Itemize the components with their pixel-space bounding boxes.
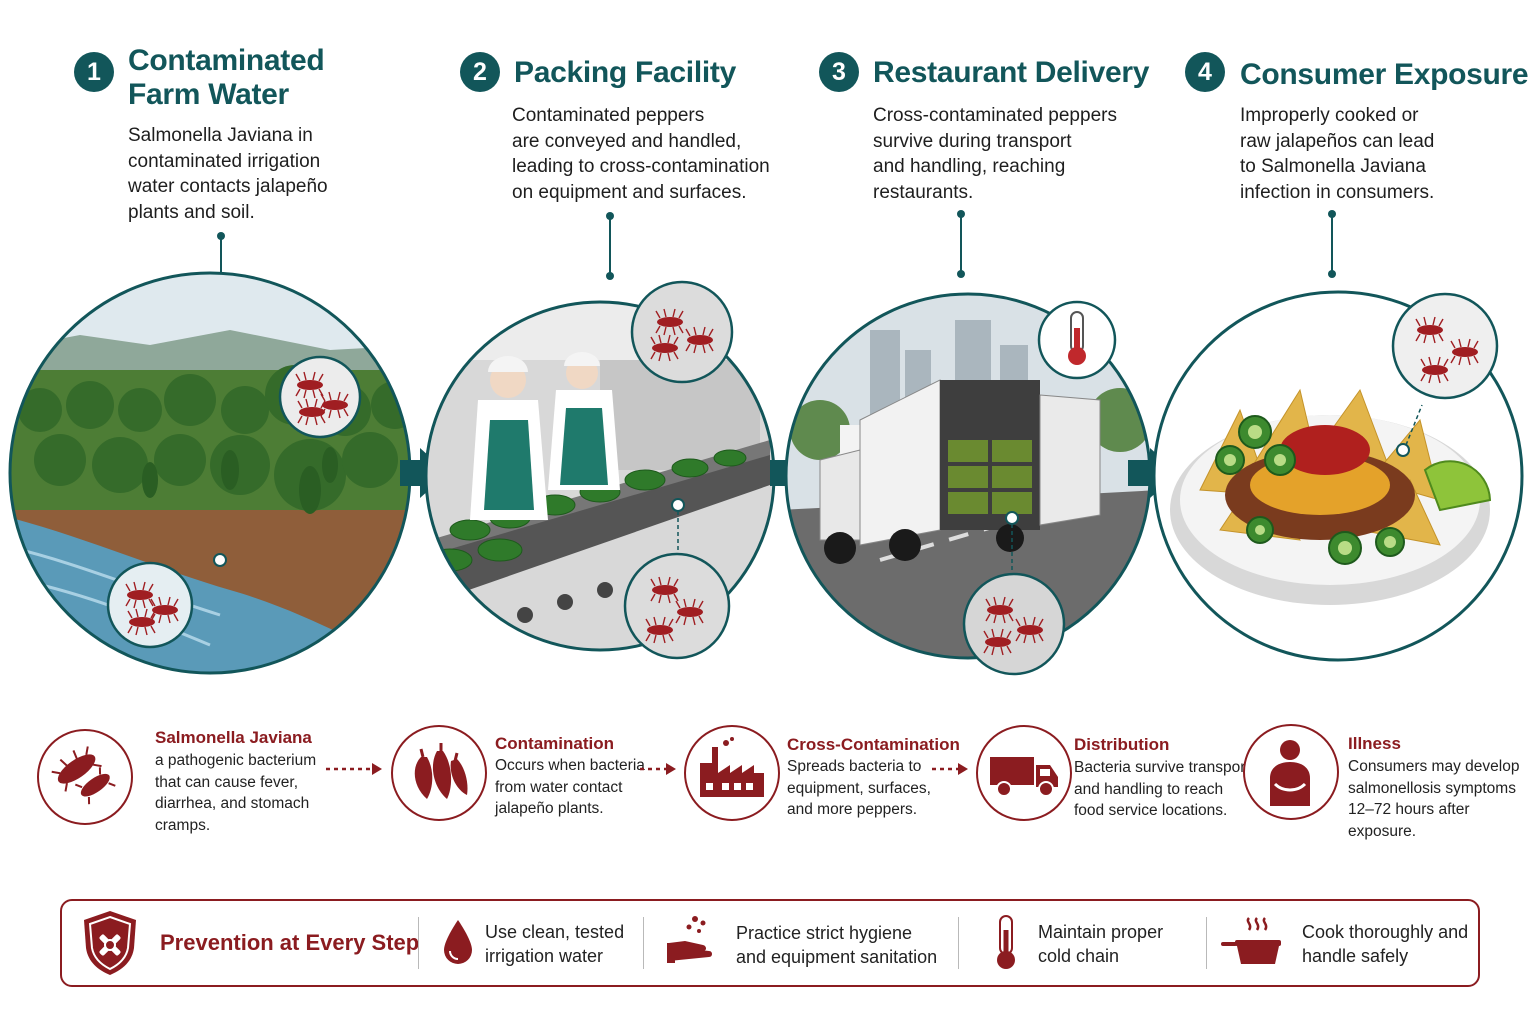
glossary-term-distribution: Distribution	[1074, 735, 1170, 754]
prevention-item-hygiene: Practice strict hygiene and equipment sa…	[736, 923, 938, 967]
hand-wash-icon	[667, 916, 712, 963]
glossary-arrow-3	[932, 763, 968, 775]
prevention-title: Prevention at Every Step	[160, 930, 420, 955]
divider	[958, 917, 959, 969]
divider	[418, 917, 419, 969]
farm-scene	[8, 271, 412, 675]
glossary-def-cross-contamination: Spreads bacteria to equipment, surfaces,…	[787, 758, 931, 818]
prevention-item-water: Use clean, tested irrigation water	[485, 922, 625, 966]
stage-4-description: Improperly cooked or raw jalapeños can l…	[1240, 105, 1435, 203]
stage-1-title: Contaminated Farm Water	[128, 44, 325, 111]
factory-icon	[684, 725, 780, 821]
stage-1-number: 1	[74, 52, 114, 92]
stage-illustrations	[8, 271, 1524, 676]
stage-3-title: Restaurant Delivery	[873, 56, 1150, 89]
stage-3-leader	[957, 210, 965, 278]
divider	[643, 917, 644, 969]
stage-4-leader	[1328, 210, 1336, 278]
stage-4-number: 4	[1185, 52, 1225, 92]
stage-2-leader	[606, 212, 614, 280]
cooking-pot-icon	[1221, 917, 1281, 964]
stage-2-title: Packing Facility	[514, 56, 736, 89]
glossary-def-salmonella: a pathogenic bacterium that can cause fe…	[155, 752, 317, 834]
glossary-def-contamination: Occurs when bacteria from water contact …	[495, 757, 645, 817]
glossary-term-salmonella: Salmonella Javiana	[155, 728, 312, 747]
divider	[1206, 917, 1207, 969]
flow-arrow-1	[400, 448, 448, 498]
stage-2-description: Contaminated peppers are conveyed and ha…	[512, 105, 770, 203]
truck-icon	[976, 725, 1072, 821]
sick-person-icon	[1243, 724, 1339, 820]
stage-3-number: 3	[819, 52, 859, 92]
water-drop-icon	[444, 920, 472, 964]
stage-2-number: 2	[460, 52, 500, 92]
stage-4-title: Consumer Exposure	[1240, 58, 1529, 91]
thermometer-icon	[997, 915, 1015, 969]
stage-3-description: Cross-contaminated peppers survive durin…	[873, 105, 1117, 203]
consumer-scene	[1152, 290, 1524, 662]
glossary-def-distribution: Bacteria survive transport and handling …	[1074, 759, 1250, 819]
prevention-item-cook: Cook thoroughly and handle safely	[1302, 922, 1469, 966]
glossary-term-illness: Illness	[1348, 734, 1401, 753]
glossary-arrow-1	[326, 763, 382, 775]
packing-scene	[424, 280, 776, 660]
glossary-def-illness: Consumers may develop salmonellosis symp…	[1348, 758, 1520, 840]
shield-icon	[84, 911, 136, 975]
glossary-term-cross-contamination: Cross-Contamination	[787, 735, 960, 754]
peppers-icon	[391, 725, 487, 821]
glossary-arrow-2	[640, 763, 676, 775]
prevention-item-cold-chain: Maintain proper cold chain	[1038, 922, 1164, 966]
glossary-term-contamination: Contamination	[495, 734, 614, 753]
delivery-scene	[784, 292, 1152, 676]
bacteria-icon	[37, 729, 133, 825]
stage-1-description: Salmonella Javiana in contaminated irrig…	[128, 125, 328, 223]
